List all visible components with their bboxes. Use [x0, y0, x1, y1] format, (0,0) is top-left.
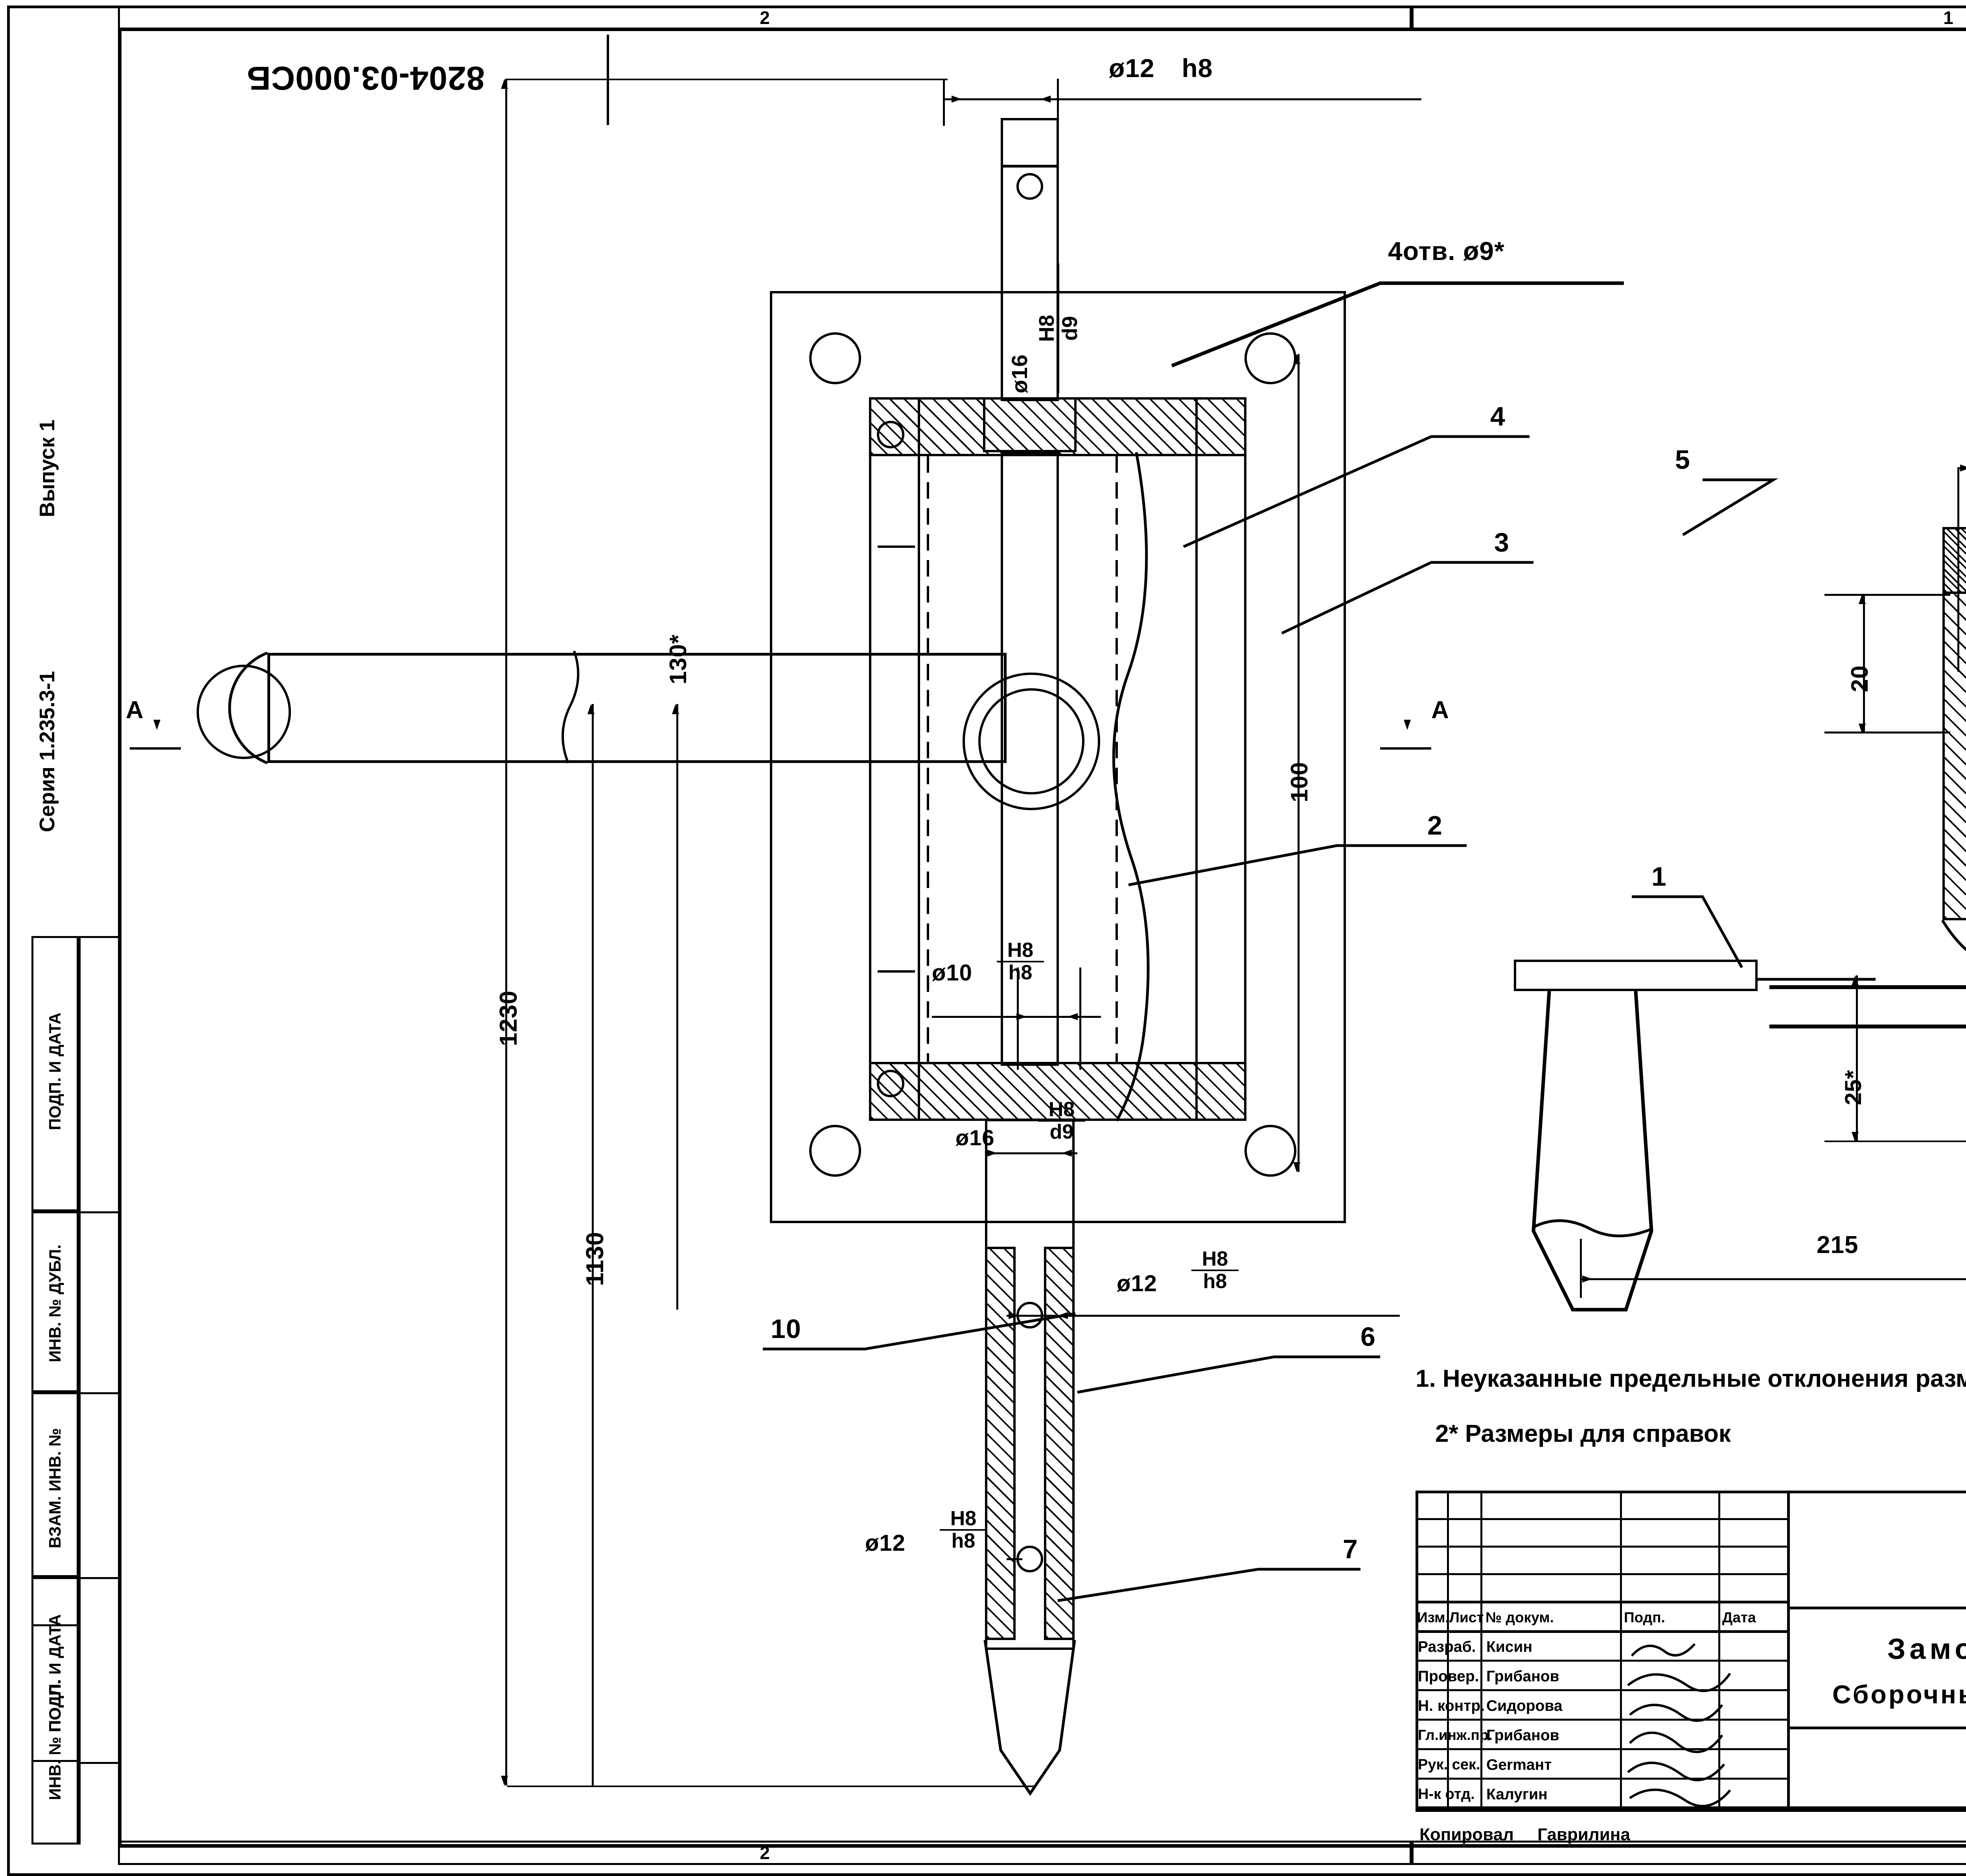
spindle-collar	[983, 397, 1077, 452]
row-name-2: Сидорова	[1486, 1697, 1563, 1714]
mount-hole-br	[1244, 1125, 1296, 1177]
margin-cell-inv-podl	[31, 1624, 79, 1845]
row-role-3: Гл.инж.пр.	[1418, 1727, 1493, 1743]
title-line-2: Сборочный чертеж	[1832, 1680, 1966, 1709]
aa-body-left	[1942, 527, 1966, 920]
spindle-top-pin-hole	[1016, 173, 1043, 200]
rev-header-izm: Изм.	[1417, 1609, 1449, 1625]
dim-130: 130*	[665, 634, 691, 684]
zone-top-right-label: 1	[1943, 7, 1953, 28]
mount-hole-tr	[1244, 332, 1296, 384]
spindle-sleeve-right	[1044, 1247, 1075, 1640]
margin-label-0: ПОДП. И ДАТА	[46, 1012, 64, 1130]
row-role-1: Провер.	[1418, 1668, 1479, 1685]
row-name-3: Грибанов	[1486, 1727, 1559, 1744]
rev-header-data: Дата	[1722, 1609, 1756, 1625]
callout-6: 6	[1360, 1322, 1376, 1352]
issue-label: Выпуск 1	[35, 419, 59, 518]
spindle-sleeve-left	[985, 1247, 1016, 1640]
section-mark-left: А	[126, 697, 144, 724]
callout-7: 7	[1343, 1534, 1358, 1564]
zone-bottom-left: 2	[118, 1841, 1412, 1865]
series-label: Серия 1.235.3-1	[35, 671, 59, 832]
callout-3: 3	[1494, 527, 1509, 557]
dim-20: 20	[1846, 665, 1873, 692]
margin-label-4: ИНВ. № ПОДЛ.	[46, 1679, 64, 1800]
dim-1230: 1230	[495, 990, 522, 1046]
margin-cell-vzam-inv	[31, 1392, 79, 1577]
copied-label: Копировал	[1419, 1825, 1514, 1844]
callout-10: 10	[771, 1314, 801, 1344]
hub-outer-circle	[963, 673, 1100, 810]
zone-bottom-right: 1	[1412, 1841, 1966, 1865]
row-role-0: Разраб.	[1418, 1638, 1476, 1655]
fastener-upper-left	[877, 421, 904, 448]
margin-cell-podp-data-1	[31, 936, 79, 1211]
row-role-5: Н-к отд.	[1418, 1786, 1475, 1802]
dim-d16-mid-label: ø16	[955, 1125, 995, 1150]
dim-d12a-label: ø12	[1117, 1271, 1157, 1296]
row-name-1: Грибанов	[1486, 1668, 1559, 1685]
copied-name: Гаврилина	[1537, 1825, 1630, 1844]
mount-hole-tl	[809, 332, 861, 384]
detail-handle-plate	[1514, 960, 1758, 991]
dim-d16-H8-d9-top: H8 d9	[1035, 264, 1082, 393]
dim-d12b-label: ø12	[865, 1530, 906, 1556]
dim-d16-mid-tol: H8 d9	[1038, 1099, 1085, 1143]
zone-top-left: 2	[118, 6, 1412, 30]
rev-header-list: Лист	[1449, 1609, 1484, 1625]
fastener-lower-left	[877, 1070, 904, 1097]
margin-label-2: ВЗАМ. ИНВ. №	[46, 1428, 64, 1548]
row-role-2: Н. контр.	[1418, 1697, 1485, 1714]
rev-header-podp: Подп.	[1624, 1609, 1665, 1625]
dim-d16-label-top: ø16	[1007, 354, 1032, 394]
spindle-top-head	[1001, 118, 1059, 167]
housing-bottom-flange	[869, 1062, 1246, 1121]
margin-cell-inv-dubl	[31, 1211, 79, 1392]
dim-d10-tol: H8 h8	[997, 940, 1044, 983]
drawing-number-top: 8204-03.000СБ	[247, 60, 485, 97]
dim-d12-h8-top: ø12 h8	[1109, 53, 1213, 83]
housing-left-wall	[869, 397, 920, 1121]
section-mark-mid: А	[1431, 697, 1449, 724]
title-line-1: Замок	[1887, 1633, 1966, 1665]
dim-d12b-tol: H8 h8	[940, 1508, 987, 1552]
zone-bottom-left-label: 2	[760, 1843, 770, 1863]
row-name-4: Germант	[1486, 1756, 1552, 1773]
handle-eye	[197, 665, 291, 759]
zone-top-left-label: 2	[760, 7, 770, 28]
handle-bar	[267, 653, 1007, 763]
note-1: 1. Неуказанные предельные отклонения раз…	[1416, 1365, 1966, 1392]
callout-4: 4	[1490, 402, 1506, 431]
zone-top-right: 1	[1412, 6, 1966, 30]
dim-25: 25*	[1841, 1069, 1866, 1105]
callout-1: 1	[1651, 862, 1667, 892]
rev-header-docum: № докум.	[1486, 1609, 1554, 1625]
hub-inner-circle	[978, 688, 1084, 794]
mount-hole-bl	[809, 1125, 861, 1177]
row-name-5: Калугин	[1486, 1786, 1548, 1803]
note-2: 2* Размеры для справок	[1435, 1420, 1731, 1447]
row-role-4: Рук. сек.	[1418, 1756, 1480, 1773]
dim-1130: 1130	[582, 1231, 609, 1286]
row-name-0: Кисин	[1486, 1638, 1532, 1655]
dim-215: 215	[1817, 1231, 1859, 1259]
callout-5: 5	[1675, 445, 1690, 475]
dim-d10-label: ø10	[932, 960, 972, 986]
housing-right-wall	[1195, 397, 1246, 1121]
margin-label-1: ИНВ. № ДУБЛ.	[46, 1244, 64, 1362]
callout-2: 2	[1427, 811, 1443, 840]
dim-100: 100	[1286, 761, 1313, 802]
dim-holes-note: 4отв. ø9*	[1388, 236, 1505, 265]
dim-d12a-tol: H8 h8	[1191, 1248, 1239, 1292]
